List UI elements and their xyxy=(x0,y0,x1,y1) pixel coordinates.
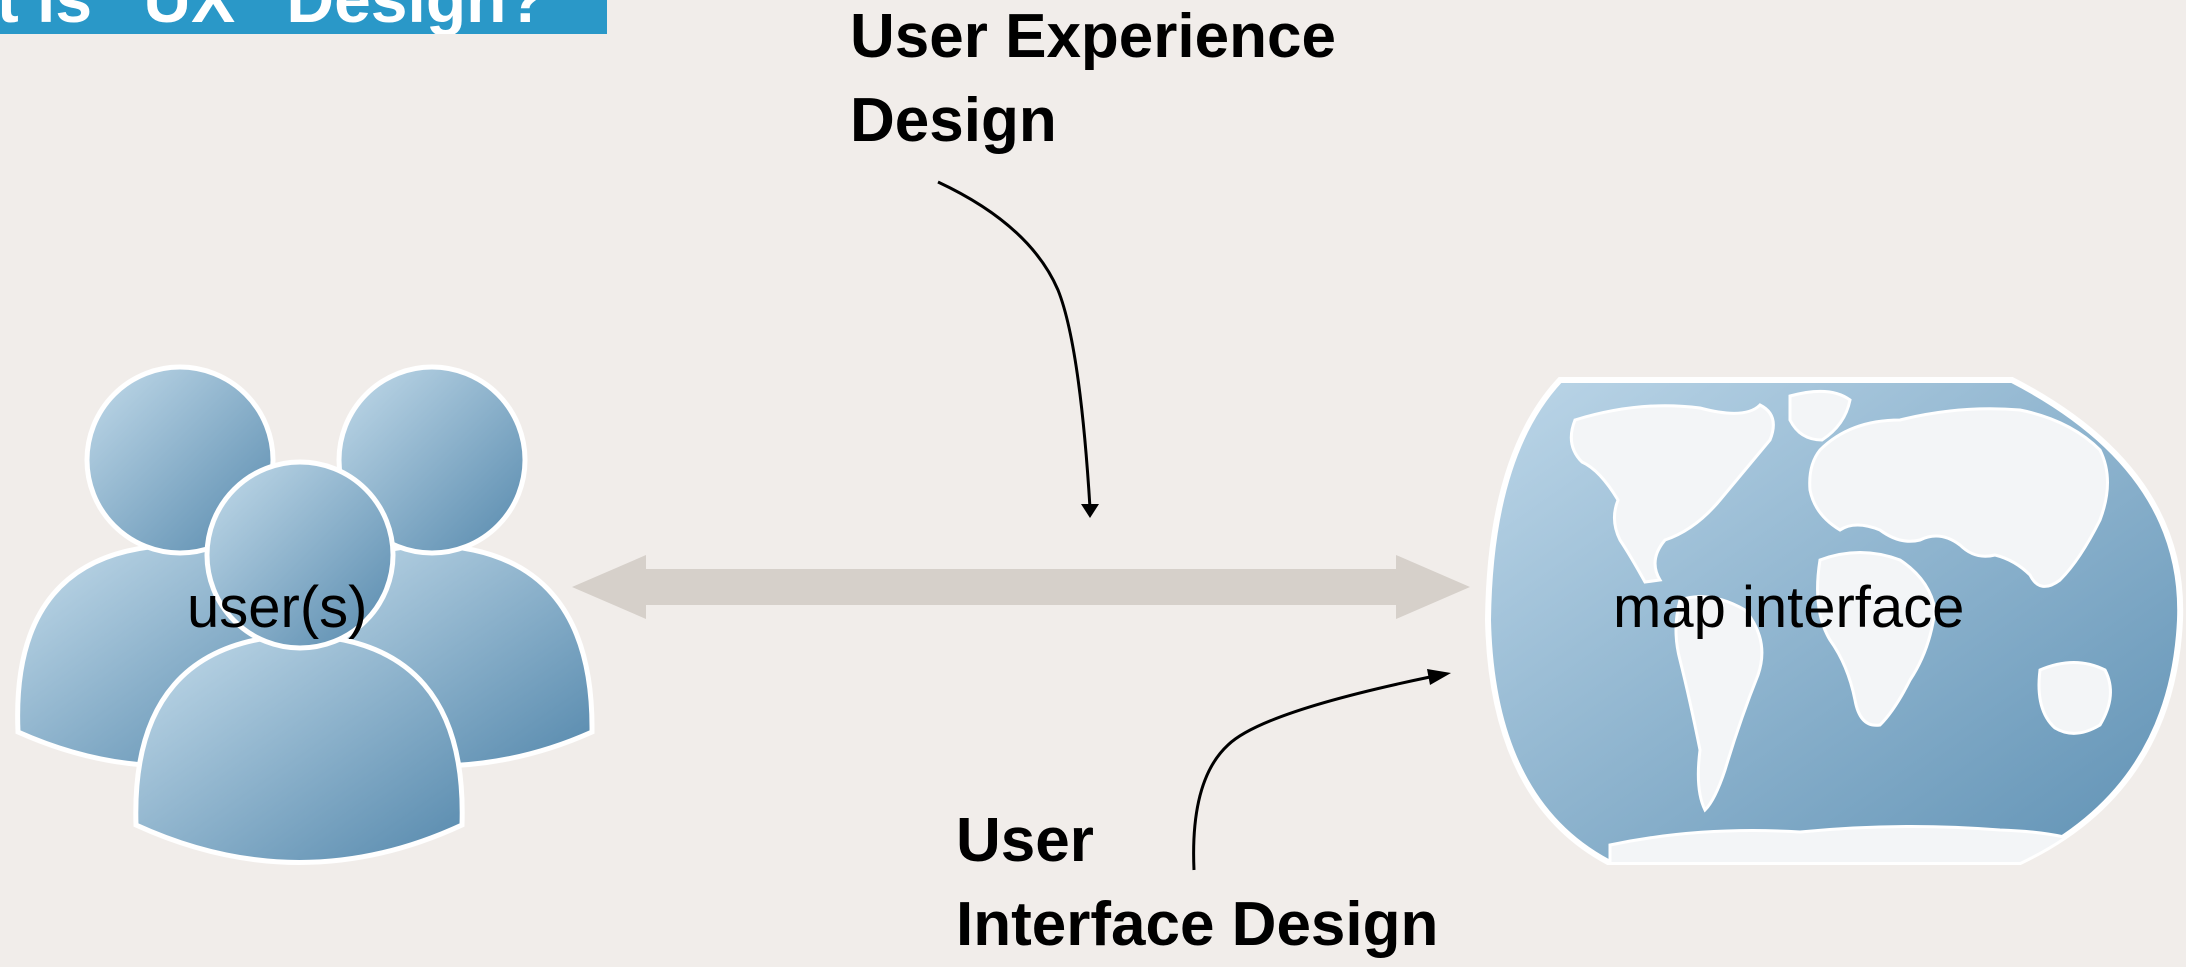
users-label: user(s) xyxy=(187,575,368,640)
connector-bar xyxy=(620,569,1422,605)
title-text: at is “UX” Design? xyxy=(0,0,547,32)
map-interface-label: map interface xyxy=(1613,575,1965,640)
continent-africa xyxy=(1816,551,1937,727)
continent-greenland xyxy=(1788,389,1852,442)
title-banner: at is “UX” Design? xyxy=(0,0,607,34)
connector-head-right xyxy=(1396,555,1470,619)
ux-design-label-line2: Design xyxy=(850,86,1057,155)
continent-europe-asia xyxy=(1808,407,2109,588)
ui-pointer-arrow xyxy=(1192,669,1451,871)
user-figure-front xyxy=(133,459,465,865)
ui-design-label-line1: User xyxy=(956,806,1094,875)
users-group-icon xyxy=(15,364,595,865)
world-map-icon xyxy=(1484,377,2184,865)
continent-north-america xyxy=(1569,403,1775,584)
continent-south-america xyxy=(1674,595,1764,813)
ux-pointer-arrow xyxy=(937,180,1099,518)
ui-design-label-line2: Interface Design xyxy=(956,890,1439,959)
double-headed-arrow-icon xyxy=(572,555,1470,619)
continent-antarctica xyxy=(1608,824,2092,862)
connector-head-left xyxy=(572,555,646,619)
continent-australia xyxy=(2037,661,2112,735)
ux-design-label-line1: User Experience xyxy=(850,2,1336,71)
